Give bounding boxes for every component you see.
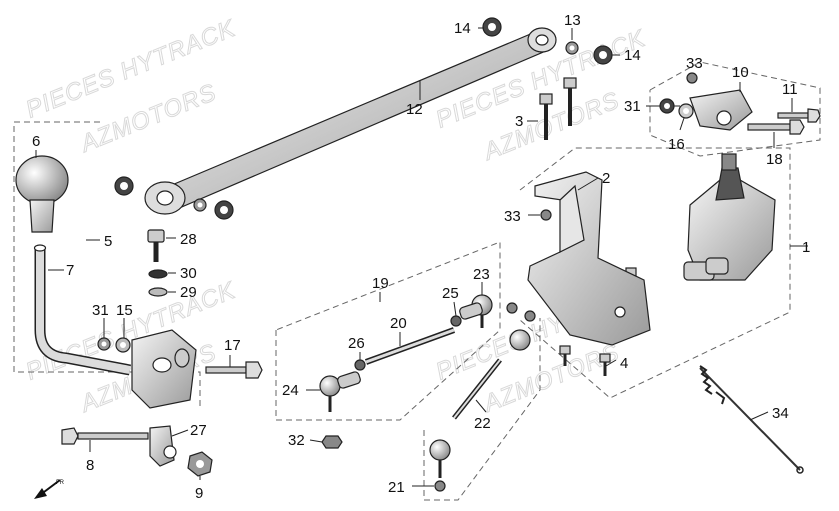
bolt-11 (777, 108, 821, 123)
callout-11: 11 (782, 81, 798, 98)
group-outline-shift-lever (13, 121, 201, 410)
callout-10: 10 (732, 64, 749, 81)
pivot-plate (689, 89, 753, 131)
group-outline-lower-link (423, 318, 541, 501)
bushing-16 (678, 103, 694, 119)
clamp-27 (149, 425, 177, 467)
arrow-label: FR (56, 480, 65, 486)
callout-32: 32 (288, 432, 305, 449)
group-outlines (13, 61, 821, 501)
callout-3: 3 (515, 113, 523, 130)
callout-18: 18 (766, 151, 783, 168)
ball-joint-23 (459, 294, 493, 328)
mounting-bracket (527, 171, 651, 346)
callout-12: 12 (406, 101, 423, 118)
watermark: PIECES HYTRACK AZMOTORS PIECES HYTRACK A… (22, 14, 650, 418)
lever-bushings (97, 337, 131, 353)
callout-6: 6 (32, 133, 40, 150)
callout-30: 30 (180, 265, 197, 282)
callout-21: 21 (388, 479, 405, 496)
callout-29: 29 (180, 284, 197, 301)
callout-17: 17 (224, 337, 241, 354)
nut-25 (450, 315, 462, 327)
callout-25: 25 (442, 285, 459, 302)
callouts: 1 2 3 4 5 6 7 8 9 10 11 12 13 14 14 15 1… (32, 12, 810, 502)
bolt-upper (563, 77, 577, 126)
callout-28: 28 (180, 231, 197, 248)
callout-9: 9 (195, 485, 203, 502)
ball-joint-24 (319, 371, 361, 412)
shift-lever (33, 244, 132, 376)
callout-13: 13 (564, 12, 581, 29)
ball-joint-upper (506, 302, 536, 351)
ball-joint-21 (429, 439, 451, 492)
callout-24: 24 (282, 382, 299, 399)
shift-rod (144, 27, 557, 215)
front-direction-arrow: FR (34, 479, 65, 499)
group-outline-pivot (649, 61, 821, 157)
callout-31b: 31 (624, 98, 641, 115)
callout-34: 34 (772, 405, 789, 422)
callout-31a: 31 (92, 302, 109, 319)
callout-26: 26 (348, 335, 365, 352)
cable-34 (699, 365, 804, 474)
shift-actuator (683, 153, 776, 281)
callout-33a: 33 (504, 208, 521, 225)
washers-29-30 (148, 269, 168, 297)
nut-26 (354, 359, 366, 371)
washer-31b (659, 98, 675, 114)
lower-rod (452, 358, 502, 420)
nut-33a (540, 209, 552, 221)
callout-8: 8 (86, 457, 94, 474)
callout-7: 7 (66, 262, 74, 279)
callout-22: 22 (474, 415, 491, 432)
callout-5: 5 (104, 233, 112, 250)
callout-1: 1 (802, 239, 810, 256)
bolt-18 (747, 119, 805, 135)
callout-14b: 14 (624, 47, 641, 64)
leader-lines (35, 27, 808, 487)
callout-2: 2 (602, 170, 610, 187)
callout-4: 4 (620, 355, 628, 372)
callout-20: 20 (390, 315, 407, 332)
callout-16: 16 (668, 136, 685, 153)
bushings (114, 17, 613, 220)
callout-27: 27 (190, 422, 207, 439)
callout-15: 15 (116, 302, 133, 319)
callout-33b: 33 (686, 55, 703, 72)
bolt-17 (205, 361, 263, 379)
ball-joint-rod (364, 327, 456, 365)
nut-9 (187, 451, 213, 477)
callout-19: 19 (372, 275, 389, 292)
shift-knob (15, 155, 69, 233)
callout-14a: 14 (454, 20, 471, 37)
bolt-28 (147, 229, 165, 262)
nut-32 (321, 435, 343, 449)
bolt-8 (61, 427, 149, 445)
nut-33b (686, 72, 698, 84)
lever-mount-bracket (131, 329, 197, 409)
group-outline-ball-joint-rod (275, 241, 501, 421)
callout-23: 23 (473, 266, 490, 283)
bolt-3 (539, 93, 553, 140)
